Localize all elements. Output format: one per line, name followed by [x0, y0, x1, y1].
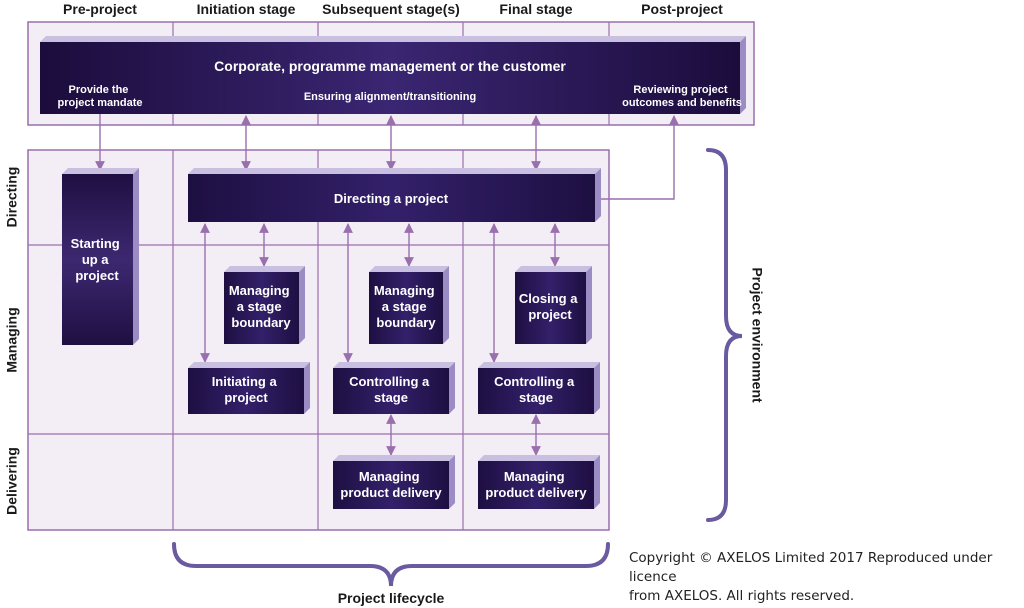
process-controlling-a-stage-subsequent: Controlling a stage [333, 362, 455, 414]
row-header-delivering: Delivering [4, 447, 20, 515]
corporate-right-note: Reviewing project outcomes and benefits [622, 84, 742, 109]
project-lifecycle-brace: Project lifecycle [172, 542, 610, 606]
closing-label: Closing a project [519, 291, 581, 322]
mpd-subsequent-label: Managing product delivery [340, 469, 442, 500]
process-starting-up-a-project: Starting up a project [62, 168, 139, 345]
connector-arrows [95, 114, 679, 456]
mpd-final-label: Managing product delivery [485, 469, 587, 500]
process-managing-stage-boundary-initiation: Managing a stage boundary [224, 266, 305, 344]
process-closing-a-project: Closing a project [515, 266, 592, 344]
column-header-pre-project: Pre-project [63, 1, 137, 17]
column-header-post-project: Post-project [641, 1, 723, 17]
arrow-directing-to-post-project [599, 115, 679, 200]
project-environment-brace: Project environment [706, 148, 765, 522]
copyright-line-1: Copyright © AXELOS Limited 2017 Reproduc… [629, 550, 993, 585]
process-controlling-a-stage-final: Controlling a stage [478, 362, 600, 414]
corporate-title: Corporate, programme management or the c… [214, 58, 566, 74]
column-header-initiation: Initiation stage [197, 1, 296, 17]
column-header-subsequent: Subsequent stage(s) [322, 1, 460, 17]
controlling-subsequent-label: Controlling a stage [349, 374, 433, 405]
process-managing-product-delivery-subsequent: Managing product delivery [333, 455, 455, 509]
copyright-line-2: from AXELOS. All rights reserved. [629, 588, 855, 604]
row-header-managing: Managing [4, 307, 20, 372]
copyright-notice: Copyright © AXELOS Limited 2017 Reproduc… [629, 549, 1019, 606]
process-directing-a-project: Directing a project [188, 168, 601, 222]
corporate-box: Corporate, programme management or the c… [40, 36, 746, 114]
process-initiating-a-project: Initiating a project [188, 362, 310, 414]
row-headers: Directing Managing Delivering [4, 167, 20, 515]
corporate-left-note: Provide the project mandate [58, 84, 143, 109]
corporate-center-note: Ensuring alignment/transitioning [304, 91, 476, 103]
msb-subsequent-label: Managing a stage boundary [374, 283, 438, 330]
msb-initiation-label: Managing a stage boundary [229, 283, 293, 330]
process-managing-stage-boundary-subsequent: Managing a stage boundary [369, 266, 449, 344]
initiating-label: Initiating a project [212, 374, 281, 405]
directing-label: Directing a project [334, 191, 449, 206]
row-header-directing: Directing [4, 167, 20, 228]
project-lifecycle-label: Project lifecycle [338, 590, 445, 606]
project-environment-label: Project environment [749, 267, 765, 403]
starting-up-label: Starting up a project [71, 236, 124, 283]
process-managing-product-delivery-final: Managing product delivery [478, 455, 600, 509]
column-header-final: Final stage [499, 1, 572, 17]
column-headers: Pre-project Initiation stage Subsequent … [63, 1, 723, 17]
controlling-final-label: Controlling a stage [494, 374, 578, 405]
